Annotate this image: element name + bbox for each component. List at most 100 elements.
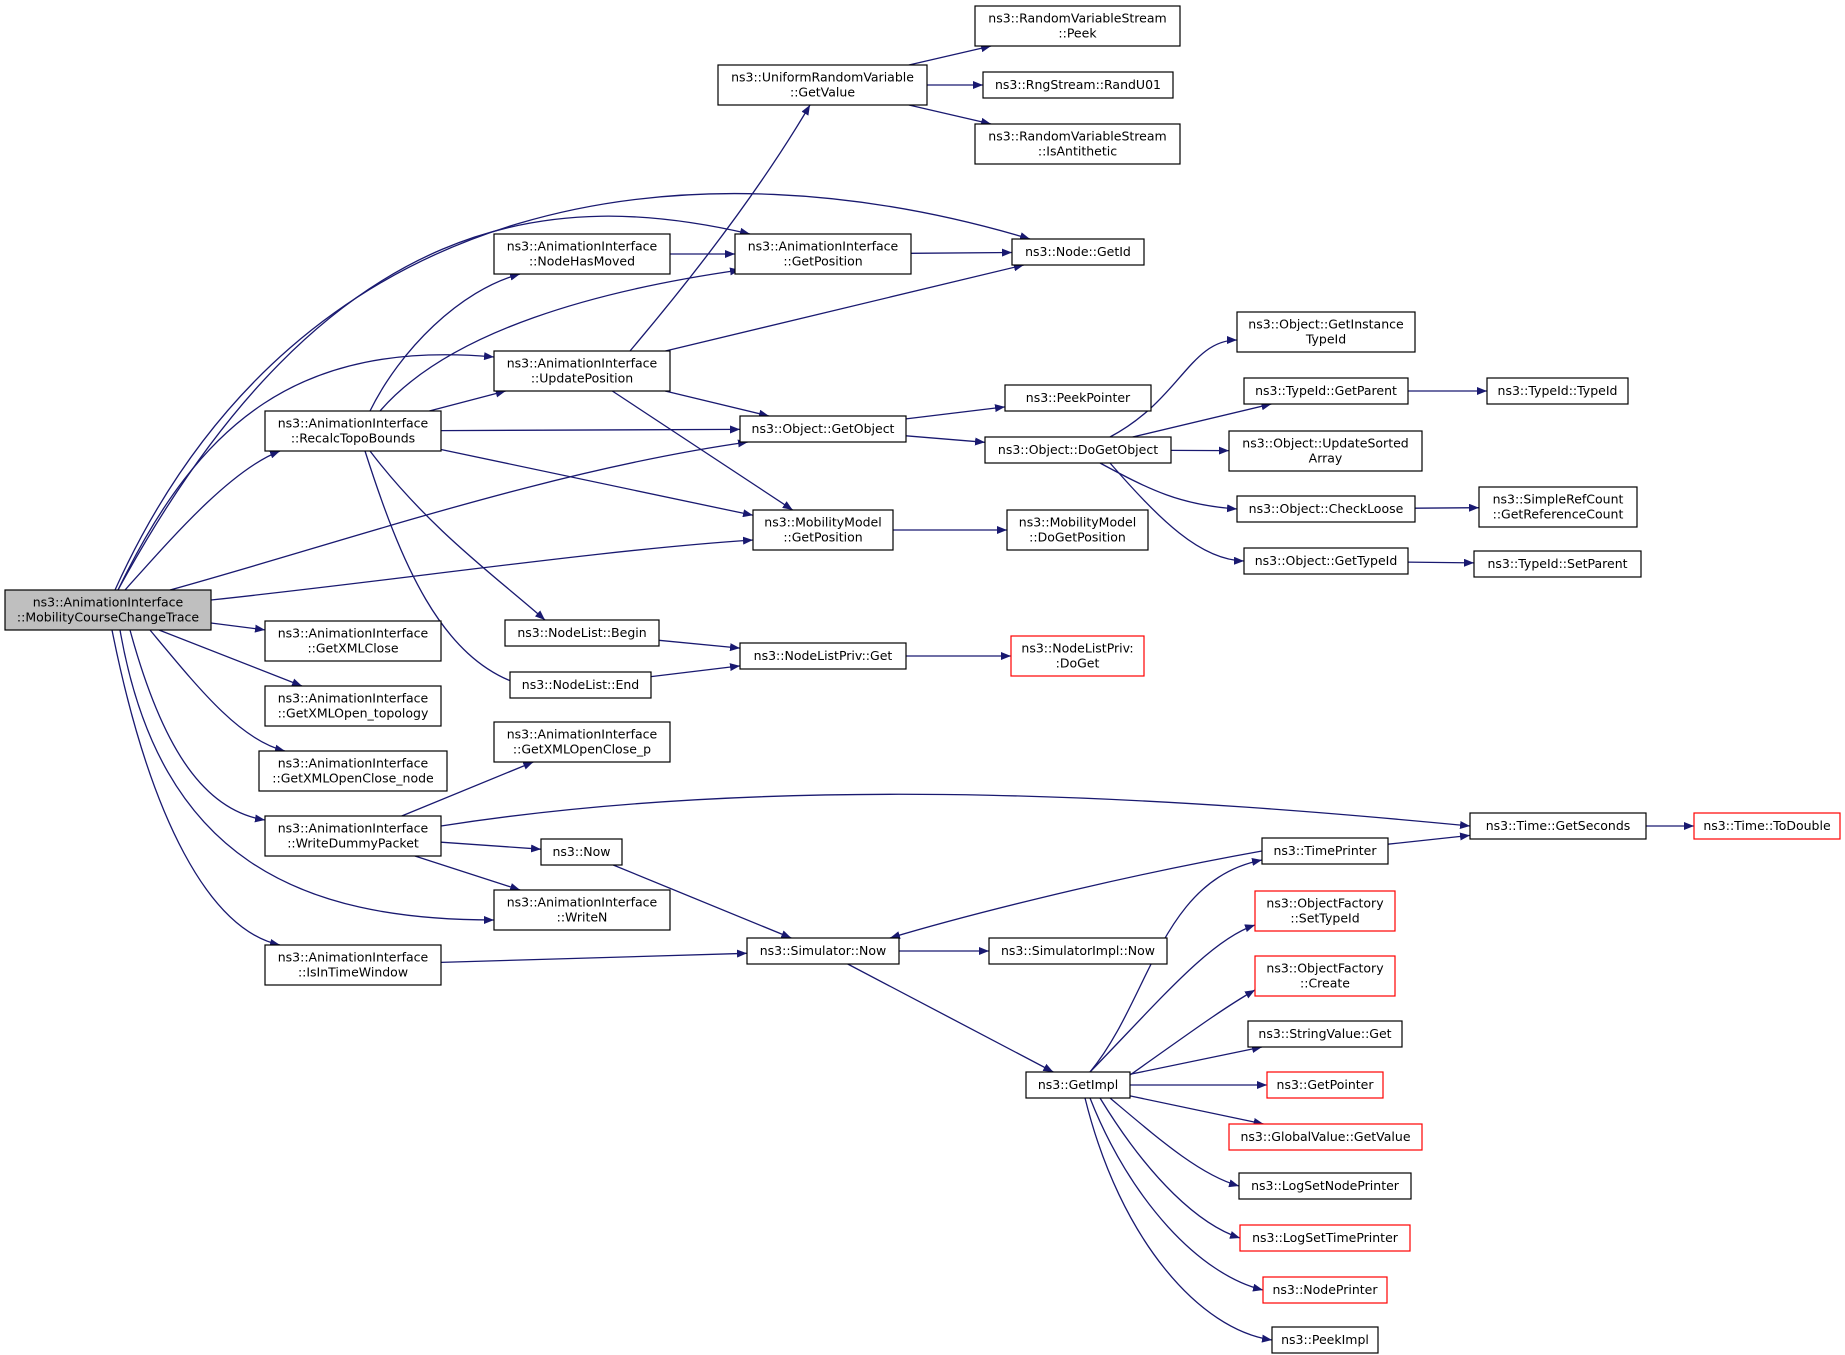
- node-box: [1236, 311, 1416, 353]
- node-getxmlopenclose_node[interactable]: ns3::AnimationInterface::GetXMLOpenClose…: [258, 750, 448, 792]
- node-box: [264, 944, 442, 986]
- node-nodeprinter[interactable]: ns3::NodePrinter: [1262, 1276, 1388, 1304]
- node-box: [739, 642, 907, 670]
- node-label: ::GetReferenceCount: [1493, 507, 1624, 522]
- node-label: ns3::UniformRandomVariable: [731, 70, 914, 85]
- node-box: [974, 123, 1181, 165]
- edge-dogetobject-to-objgettypeid: [1109, 462, 1245, 565]
- node-timegetseconds[interactable]: ns3::Time::GetSeconds: [1469, 812, 1647, 840]
- node-stringvalueget[interactable]: ns3::StringValue::Get: [1247, 1020, 1403, 1048]
- node-getxmlopen_topology[interactable]: ns3::AnimationInterface::GetXMLOpen_topo…: [264, 685, 442, 727]
- node-label: ::GetPosition: [783, 254, 862, 269]
- node-nodelistprivdoget[interactable]: ns3::NodeListPriv::DoGet: [1010, 635, 1145, 677]
- node-box: [493, 350, 671, 392]
- node-typeidgetparent[interactable]: ns3::TypeId::GetParent: [1243, 377, 1409, 405]
- node-label: ns3::Time::GetSeconds: [1486, 818, 1631, 833]
- node-label: ns3::AnimationInterface: [507, 239, 658, 254]
- node-label: ::GetXMLOpenClose_p: [513, 742, 651, 757]
- node-box: [1238, 1172, 1412, 1200]
- node-logsettimeprinter[interactable]: ns3::LogSetTimePrinter: [1239, 1224, 1411, 1252]
- node-box: [1486, 377, 1629, 405]
- node-box: [1473, 550, 1642, 578]
- edge-recalc-to-nodelistend: [364, 450, 523, 686]
- node-label: ::WriteDummyPacket: [287, 836, 419, 851]
- node-label: ns3::RandomVariableStream: [988, 11, 1166, 26]
- node-box: [746, 937, 900, 965]
- node-dogetobject[interactable]: ns3::Object::DoGetObject: [984, 436, 1172, 464]
- node-box: [509, 671, 652, 699]
- edge-root-to-nodegetid: [114, 192, 1031, 591]
- node-typeidsetparent[interactable]: ns3::TypeId::SetParent: [1473, 550, 1642, 578]
- node-getxmlopenclose_p[interactable]: ns3::AnimationInterface::GetXMLOpenClose…: [493, 721, 671, 763]
- node-getxmlclose[interactable]: ns3::AnimationInterface::GetXMLClose: [264, 620, 442, 662]
- node-root[interactable]: ns3::AnimationInterface::MobilityCourseC…: [4, 589, 212, 631]
- node-mobgetposition[interactable]: ns3::MobilityModel::GetPosition: [752, 509, 894, 551]
- node-label: ns3::AnimationInterface: [507, 727, 658, 742]
- node-getpointer[interactable]: ns3::GetPointer: [1266, 1071, 1384, 1099]
- node-nodehasmoved[interactable]: ns3::AnimationInterface::NodeHasMoved: [493, 233, 671, 275]
- node-nodelistend[interactable]: ns3::NodeList::End: [509, 671, 652, 699]
- node-label: ns3::Object::GetTypeId: [1255, 553, 1398, 568]
- node-label: ns3::GetImpl: [1038, 1077, 1118, 1092]
- node-box: [540, 838, 623, 866]
- node-box: [1478, 486, 1638, 528]
- node-now[interactable]: ns3::Now: [540, 838, 623, 866]
- node-dogetposition[interactable]: ns3::MobilityModel::DoGetPosition: [1006, 509, 1149, 551]
- node-nodelistprivget[interactable]: ns3::NodeListPriv::Get: [739, 642, 907, 670]
- edge-simnow-to-getimpl: [847, 963, 1054, 1073]
- edge-getimpl-to-nodeprinter: [1089, 1097, 1264, 1292]
- edge-getimpl-to-ofcreate: [1129, 989, 1256, 1076]
- node-getobject[interactable]: ns3::Object::GetObject: [739, 415, 907, 443]
- node-nodelistbegin[interactable]: ns3::NodeList::Begin: [504, 619, 660, 647]
- node-box: [504, 619, 660, 647]
- node-updatepos[interactable]: ns3::AnimationInterface::UpdatePosition: [493, 350, 671, 392]
- node-getimpl[interactable]: ns3::GetImpl: [1025, 1071, 1131, 1099]
- node-box: [1239, 1224, 1411, 1252]
- node-typeidtypeid[interactable]: ns3::TypeId::TypeId: [1486, 377, 1629, 405]
- node-writen[interactable]: ns3::AnimationInterface::WriteN: [493, 889, 671, 931]
- node-istimewindow[interactable]: ns3::AnimationInterface::IsInTimeWindow: [264, 944, 442, 986]
- node-checkloose[interactable]: ns3::Object::CheckLoose: [1236, 495, 1416, 523]
- node-label: ::DoGetPosition: [1029, 530, 1126, 545]
- node-objgettypeid[interactable]: ns3::Object::GetTypeId: [1243, 547, 1409, 575]
- node-simimplnow[interactable]: ns3::SimulatorImpl::Now: [988, 937, 1168, 965]
- node-label: ns3::ObjectFactory: [1266, 961, 1384, 976]
- node-writedummy[interactable]: ns3::AnimationInterface::WriteDummyPacke…: [264, 815, 442, 857]
- node-peekpointer[interactable]: ns3::PeekPointer: [1004, 384, 1152, 412]
- node-logsetnodeprinter[interactable]: ns3::LogSetNodePrinter: [1238, 1172, 1412, 1200]
- node-label: ns3::AnimationInterface: [748, 239, 899, 254]
- node-label: ns3::LogSetNodePrinter: [1251, 1178, 1400, 1193]
- node-uniformgetvalue[interactable]: ns3::UniformRandomVariable::GetValue: [717, 64, 928, 106]
- node-box: [493, 233, 671, 275]
- node-peekimpl[interactable]: ns3::PeekImpl: [1271, 1326, 1379, 1354]
- node-label: ::RecalcTopoBounds: [291, 431, 415, 446]
- node-simnow[interactable]: ns3::Simulator::Now: [746, 937, 900, 965]
- node-label: ns3::AnimationInterface: [278, 950, 429, 965]
- node-ofcreate[interactable]: ns3::ObjectFactory::Create: [1254, 955, 1396, 997]
- node-box: [1228, 1123, 1423, 1151]
- node-ofsettypeid[interactable]: ns3::ObjectFactory::SetTypeId: [1254, 890, 1396, 932]
- node-timeprinter[interactable]: ns3::TimePrinter: [1261, 837, 1389, 865]
- edge-root-to-istimewindow: [111, 629, 281, 947]
- edge-root-to-getobject: [169, 439, 749, 591]
- node-recalc[interactable]: ns3::AnimationInterface::RecalcTopoBound…: [264, 410, 442, 452]
- node-getreferencecount[interactable]: ns3::SimpleRefCount::GetReferenceCount: [1478, 486, 1638, 528]
- node-peek[interactable]: ns3::RandomVariableStream::Peek: [974, 5, 1181, 47]
- node-box: [1261, 837, 1389, 865]
- node-isantithetic[interactable]: ns3::RandomVariableStream::IsAntithetic: [974, 123, 1181, 165]
- node-globalvaluegetvalue[interactable]: ns3::GlobalValue::GetValue: [1228, 1123, 1423, 1151]
- edge-writedummy-to-now: [440, 841, 542, 853]
- edge-objgettypeid-to-typeidsetparent: [1407, 558, 1475, 567]
- node-label: Array: [1309, 451, 1343, 466]
- node-box: [264, 685, 442, 727]
- edge-getobject-to-peekpointer: [905, 404, 1006, 420]
- node-box: [1266, 1071, 1384, 1099]
- node-aigetposition[interactable]: ns3::AnimationInterface::GetPosition: [734, 233, 912, 275]
- node-nodegetid[interactable]: ns3::Node::GetId: [1011, 238, 1145, 266]
- node-label: ns3::TypeId::SetParent: [1487, 556, 1627, 571]
- edge-root-to-aigetposition: [117, 215, 751, 591]
- node-timetodouble[interactable]: ns3::Time::ToDouble: [1693, 812, 1841, 840]
- node-randu01[interactable]: ns3::RngStream::RandU01: [982, 71, 1174, 99]
